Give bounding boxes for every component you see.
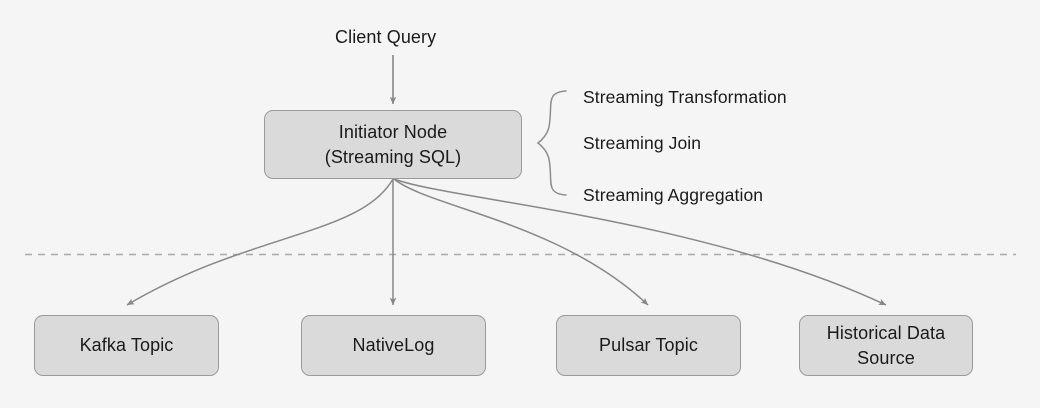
brace-label-streaming-join: Streaming Join (583, 133, 702, 153)
edge-initiator-to-historical-data-source (393, 178, 887, 306)
curly-brace-icon (536, 90, 567, 196)
source-label-nativelog: NativeLog (352, 335, 435, 356)
initiator-node-box[interactable]: Initiator Node (Streaming SQL) (264, 110, 522, 179)
source-box-nativelog[interactable]: NativeLog (301, 315, 486, 376)
source-box-kafka-topic[interactable]: Kafka Topic (34, 315, 219, 376)
brace-label-streaming-aggregation: Streaming Aggregation (583, 185, 764, 205)
client-query-label: Client Query (335, 27, 437, 47)
source-box-historical-data-source[interactable]: Historical Data Source (799, 315, 973, 376)
source-label-kafka-topic: Kafka Topic (79, 335, 174, 356)
brace-label-streaming-transformation: Streaming Transformation (583, 87, 787, 107)
source-label-pulsar-topic: Pulsar Topic (599, 335, 698, 356)
source-box-pulsar-topic[interactable]: Pulsar Topic (556, 315, 741, 376)
initiator-node-label: Initiator Node (Streaming SQL) (324, 121, 462, 167)
edge-initiator-to-kafka-topic (126, 178, 394, 306)
edge-initiator-to-pulsar-topic (393, 178, 649, 306)
source-label-historical-data-source: Historical Data Source (826, 322, 946, 368)
